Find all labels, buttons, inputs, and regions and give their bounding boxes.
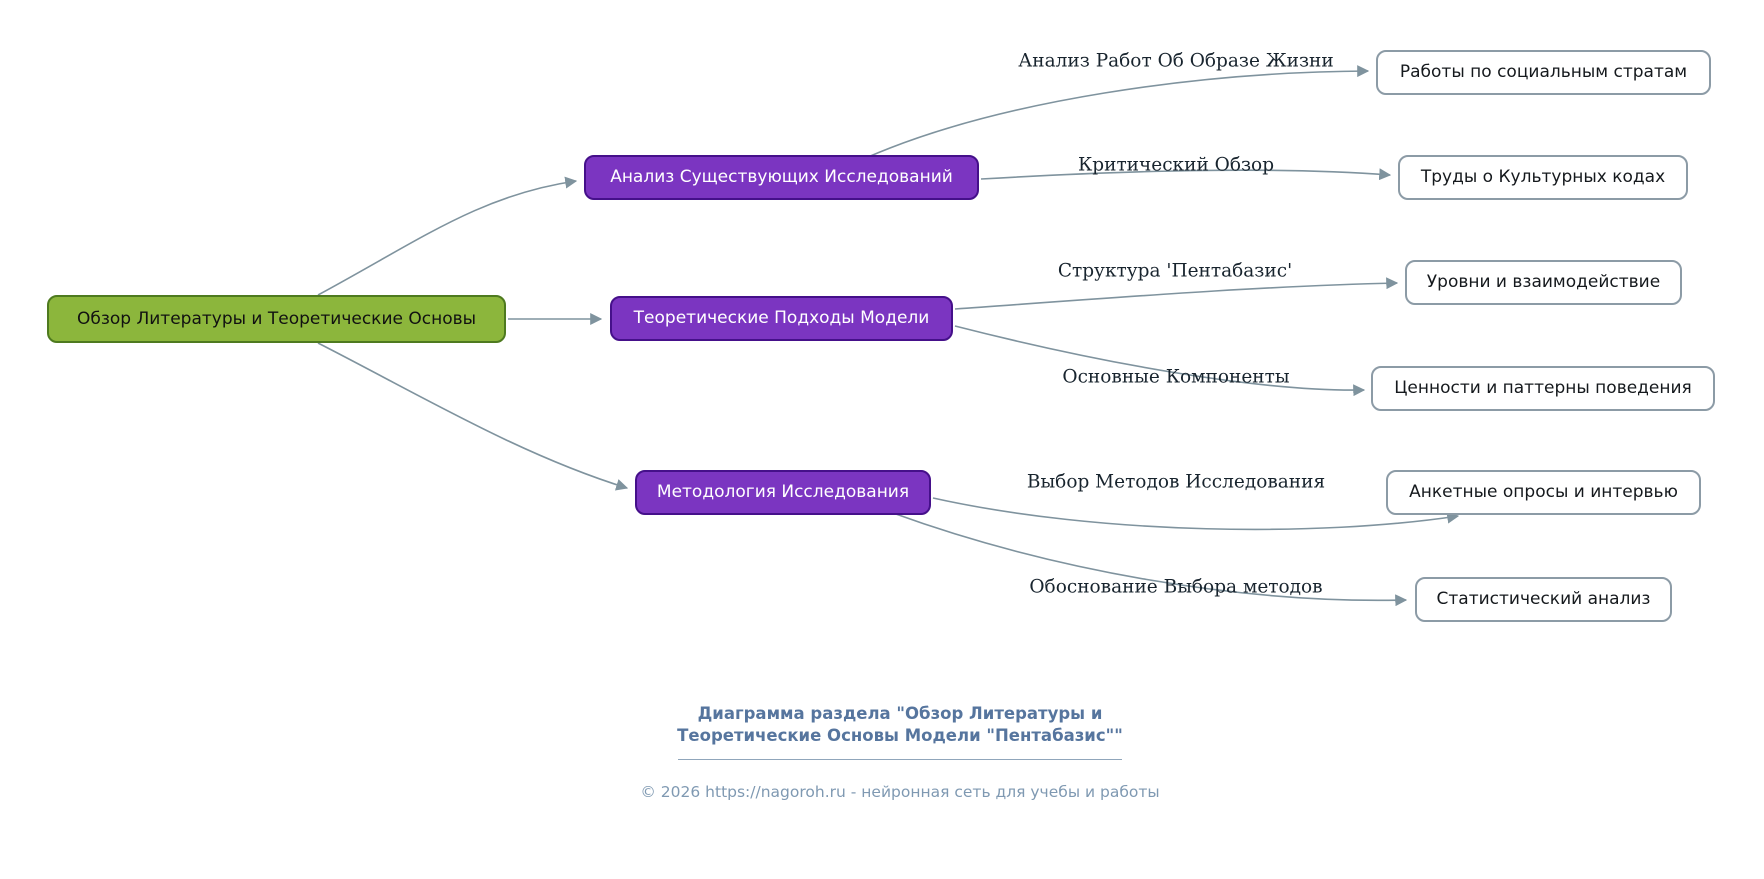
footer-title: Диаграмма раздела "Обзор Литературы и Те… bbox=[677, 703, 1123, 747]
node-leaf-strata: Работы по социальным стратам bbox=[1376, 50, 1711, 95]
footer-title-line2: Теоретические Основы Модели "Пентабазис"… bbox=[677, 725, 1123, 745]
edge-analysis-strata bbox=[867, 65, 1370, 158]
edge-label-pentabasis-structure: Структура 'Пентабазис' bbox=[1057, 260, 1293, 282]
node-branch-method: Методология Исследования bbox=[635, 470, 931, 515]
node-branch-theory: Теоретические Подходы Модели bbox=[610, 296, 953, 341]
edge-theory-values bbox=[954, 325, 1366, 397]
node-leaf-cultural-codes: Труды о Культурных кодах bbox=[1398, 155, 1688, 200]
edge-root-method bbox=[317, 342, 629, 491]
edge-theory-levels bbox=[954, 277, 1399, 310]
node-root: Обзор Литературы и Теоретические Основы bbox=[47, 295, 506, 343]
footer-title-line1: Диаграмма раздела "Обзор Литературы и bbox=[697, 704, 1103, 723]
edge-label-method-justification: Обоснование Выбора методов bbox=[1029, 576, 1323, 598]
footer-copyright: © 2026 https://nagoroh.ru - нейронная се… bbox=[640, 783, 1160, 801]
node-leaf-statistical-analysis: Статистический анализ bbox=[1415, 577, 1672, 622]
node-leaf-surveys-interviews: Анкетные опросы и интервью bbox=[1386, 470, 1701, 515]
edge-analysis-codes bbox=[980, 168, 1392, 181]
node-leaf-values-patterns: Ценности и паттерны поведения bbox=[1371, 366, 1715, 411]
node-branch-analysis: Анализ Существующих Исследований bbox=[584, 155, 979, 200]
edge-method-surveys bbox=[932, 497, 1460, 531]
edge-root-analysis bbox=[317, 176, 578, 296]
node-leaf-levels: Уровни и взаимодействие bbox=[1405, 260, 1682, 305]
edge-label-method-selection: Выбор Методов Исследования bbox=[1026, 471, 1326, 493]
footer-divider bbox=[678, 759, 1122, 760]
edge-label-main-components: Основные Компоненты bbox=[1062, 366, 1290, 388]
edge-label-critical-review: Критический Обзор bbox=[1077, 154, 1275, 176]
edge-label-lifestyle-analysis: Анализ Работ Об Образе Жизни bbox=[1018, 50, 1334, 72]
edge-method-stats bbox=[892, 512, 1408, 607]
